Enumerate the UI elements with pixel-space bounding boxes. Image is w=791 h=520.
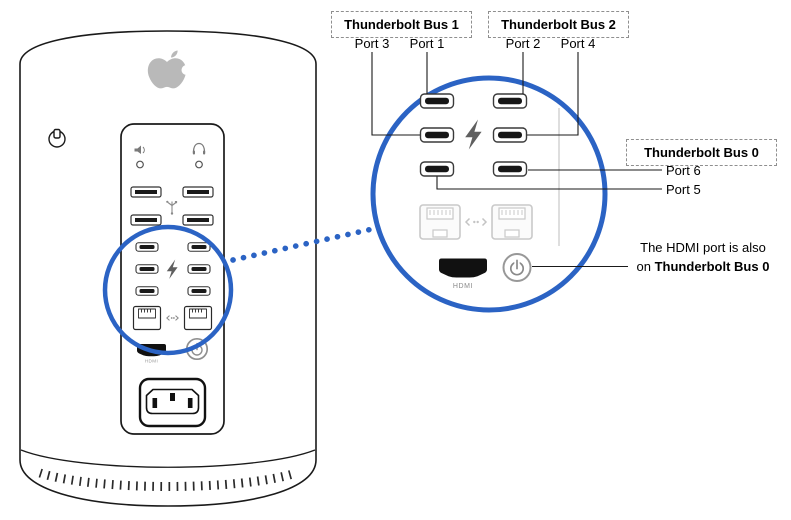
- thunderbolt-ports-left: [135, 242, 211, 296]
- thunderbolt-icon: [465, 119, 482, 150]
- power-button-zoom: [502, 253, 532, 282]
- mac-pro-rear-view: HDMI: [19, 30, 317, 507]
- thunderbolt-port-4: [492, 127, 528, 143]
- bus-2-label: Thunderbolt Bus 2: [501, 17, 616, 32]
- hdmi-port-zoom: HDMI: [439, 258, 487, 290]
- thunderbolt-port-5: [419, 161, 455, 177]
- thunderbolt-icon: [166, 259, 178, 279]
- ethernet-ports-left: [132, 305, 213, 331]
- leader-port-5: [436, 176, 662, 190]
- bus-2-label-box: Thunderbolt Bus 2: [488, 11, 629, 38]
- port-3-label: Port 3: [354, 36, 390, 51]
- hdmi-note-line2-prefix: on: [636, 259, 655, 274]
- port-2-label: Port 2: [505, 36, 541, 51]
- port-6-label: Port 6: [666, 163, 701, 178]
- dotted-connector: [230, 225, 380, 263]
- base-seam-curve: [20, 449, 316, 468]
- speaker-jack: [136, 160, 144, 169]
- thunderbolt-port-2: [492, 93, 528, 109]
- bus-0-label: Thunderbolt Bus 0: [644, 145, 759, 160]
- leader-port-4: [527, 52, 579, 136]
- usb-icon: [166, 200, 178, 215]
- leader-port-3: [371, 52, 420, 136]
- zoom-view: HDMI: [370, 75, 608, 313]
- ethernet-icon: [166, 315, 179, 321]
- hdmi-note-line2: on Thunderbolt Bus 0: [628, 257, 778, 276]
- headphones-icon: [192, 142, 206, 155]
- leader-lines: [371, 52, 662, 268]
- power-inlet: [138, 377, 207, 428]
- thunderbolt-port-1: [419, 93, 455, 109]
- apple-logo-icon: [147, 50, 192, 89]
- highlight-circle: [102, 224, 234, 356]
- audio-jacks: [134, 142, 206, 169]
- vent-slots: [38, 468, 298, 491]
- port-4-label: Port 4: [560, 36, 596, 51]
- bus-0-label-box: Thunderbolt Bus 0: [626, 139, 777, 166]
- port-1-label: Port 1: [409, 36, 445, 51]
- hdmi-port-label-zoom: HDMI: [453, 283, 473, 290]
- headphone-jack: [195, 160, 203, 169]
- ethernet-icon: [464, 217, 488, 227]
- zoom-circle: [370, 75, 608, 313]
- bus-1-label-box: Thunderbolt Bus 1: [331, 11, 472, 38]
- hdmi-note-line2-bus: Thunderbolt Bus 0: [654, 259, 770, 274]
- usb-ports: [130, 186, 214, 226]
- hdmi-note-line1: The HDMI port is also: [640, 240, 766, 255]
- security-lock-icon: [48, 128, 66, 148]
- speaker-icon: [134, 145, 145, 154]
- ethernet-ports-zoom: [419, 204, 533, 240]
- port-5-label: Port 5: [666, 182, 701, 197]
- hdmi-port-label-left: HDMI: [145, 359, 158, 364]
- hdmi-note: The HDMI port is also on Thunderbolt Bus…: [628, 238, 778, 276]
- thunderbolt-port-6: [492, 161, 528, 177]
- bus-1-label: Thunderbolt Bus 1: [344, 17, 459, 32]
- thunderbolt-port-3: [419, 127, 455, 143]
